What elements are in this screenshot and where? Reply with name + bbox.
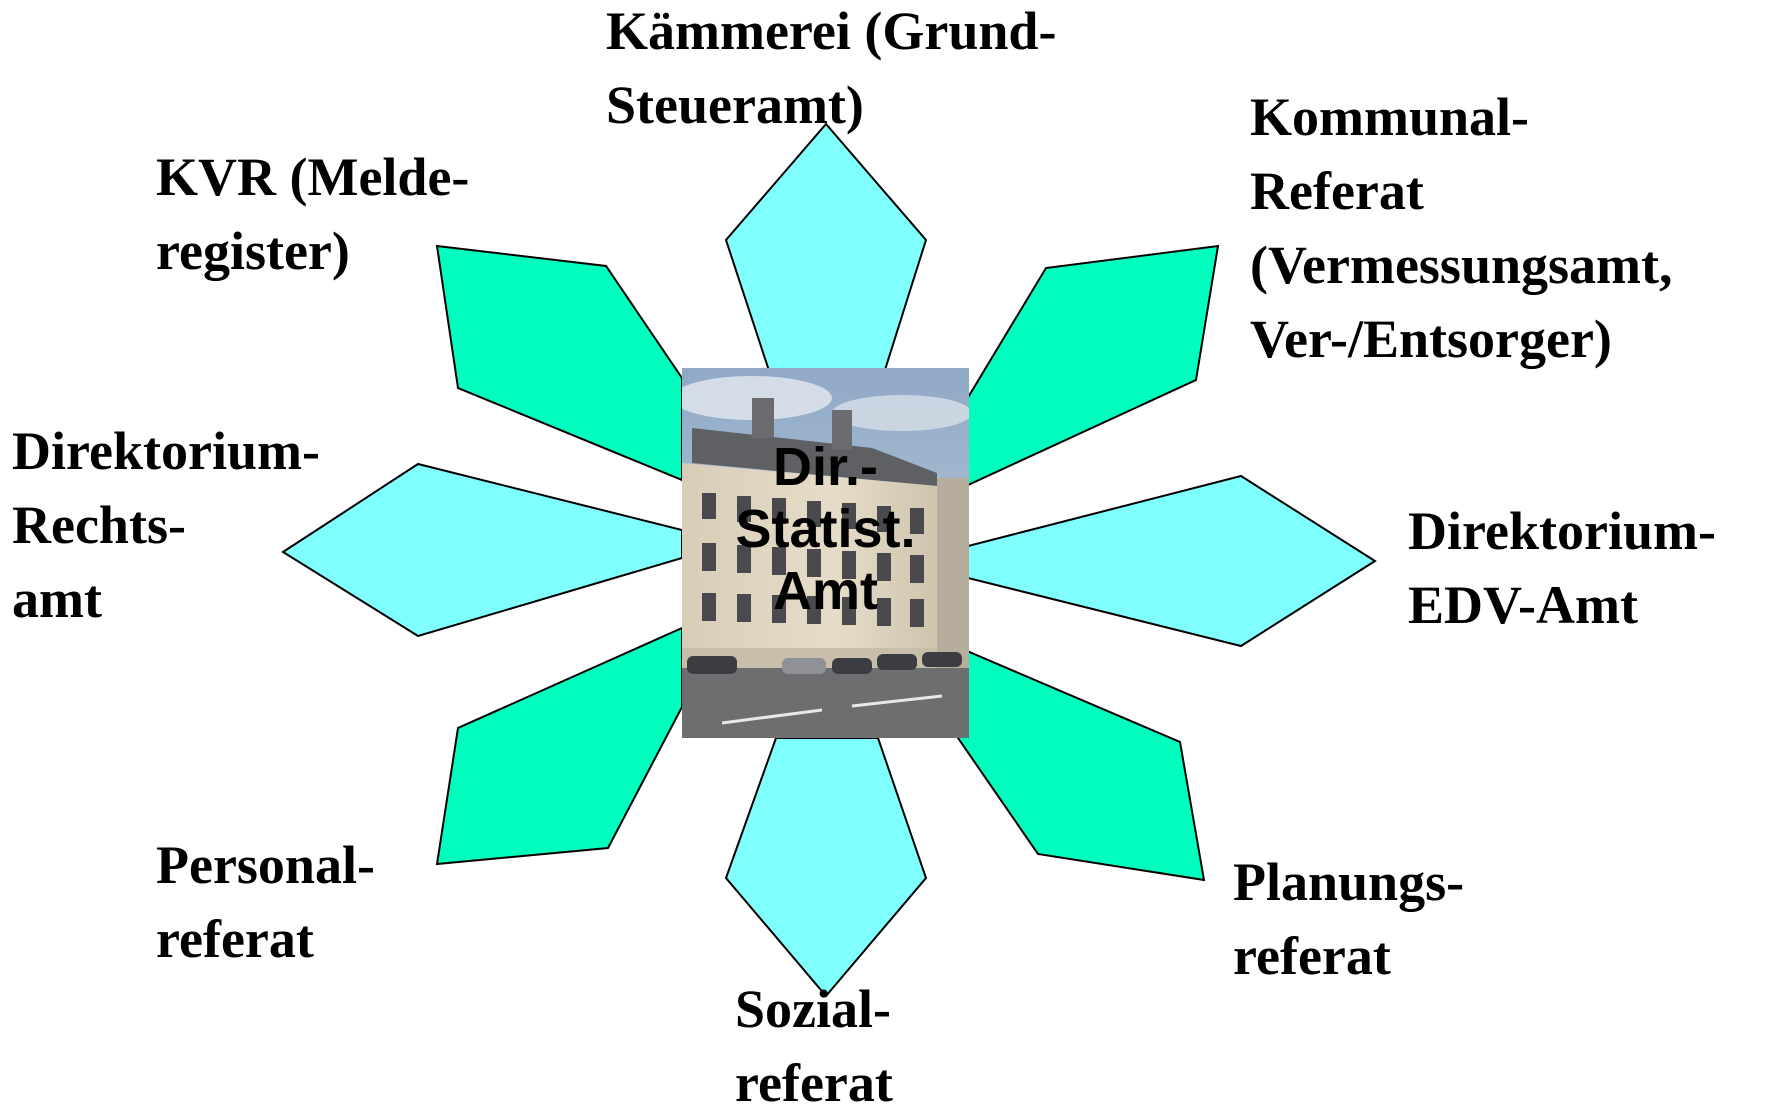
label-line: (Vermessungsamt, (1250, 235, 1673, 295)
center-label-line: Amt (773, 561, 878, 621)
label-rechtsamt: Direktorium- Rechts- amt (12, 414, 320, 636)
label-line: referat (735, 1053, 893, 1110)
center-node: Dir.- Statist. Amt (682, 368, 969, 738)
label-line: Direktorium- (1408, 501, 1716, 561)
label-line: referat (1233, 926, 1391, 986)
label-sozial: Sozial- referat (735, 972, 893, 1110)
petal-kommunal (956, 244, 1220, 487)
label-kaemmerei: Kämmerei (Grund- Steueramt) (606, 0, 1056, 142)
petal-kvr (435, 244, 683, 482)
label-personal: Personal- referat (156, 828, 375, 976)
label-line: Steueramt) (606, 75, 864, 135)
building-photo (682, 368, 969, 738)
label-edv: Direktorium- EDV-Amt (1408, 494, 1716, 642)
label-line: Kommunal- (1250, 87, 1530, 147)
label-kommunal: Kommunal- Referat (Vermessungsamt, Ver-/… (1250, 80, 1672, 376)
label-line: Rechts- (12, 495, 186, 555)
label-line: Planungs- (1233, 852, 1465, 912)
label-line: Kämmerei (Grund- (606, 1, 1057, 61)
label-line: register) (156, 221, 350, 281)
label-line: amt (12, 569, 102, 629)
center-label: Dir.- Statist. Amt (682, 436, 969, 622)
petal-planung (956, 646, 1206, 882)
label-line: KVR (Melde- (156, 147, 470, 207)
label-line: EDV-Amt (1408, 575, 1638, 635)
petal-rechtsamt (281, 462, 683, 638)
label-planung: Planungs- referat (1233, 845, 1464, 993)
petal-sozial (724, 737, 928, 998)
center-label-line: Statist. (735, 499, 916, 559)
label-line: Ver-/Entsorger) (1250, 309, 1612, 369)
label-line: Direktorium- (12, 421, 320, 481)
label-line: referat (156, 909, 314, 969)
label-line: Sozial- (735, 979, 891, 1039)
label-line: Personal- (156, 835, 375, 895)
label-line: Referat (1250, 161, 1424, 221)
label-kvr: KVR (Melde- register) (156, 140, 469, 288)
petal-kaemmerei (724, 122, 928, 393)
center-label-line: Dir.- (772, 437, 879, 497)
petal-edv (967, 474, 1377, 648)
petal-personal (435, 626, 683, 866)
